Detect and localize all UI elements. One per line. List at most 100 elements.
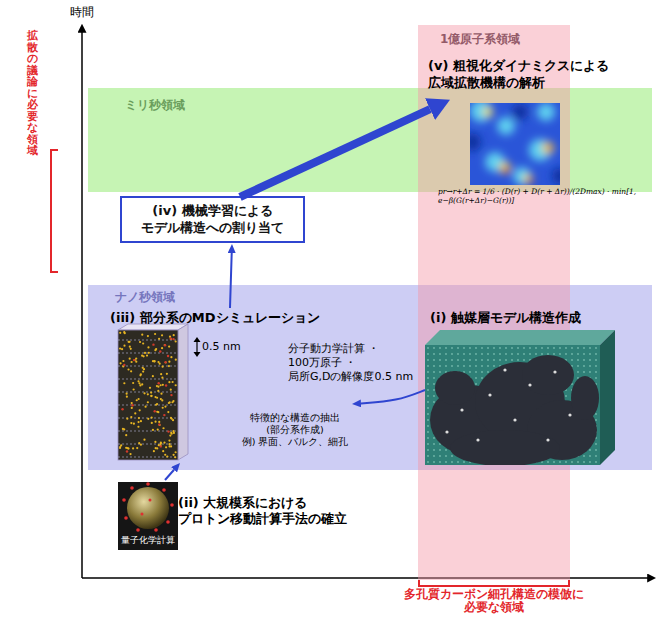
atom (133, 359, 135, 361)
text-holder: (v) 粗視化ダイナミクスによる 広域拡散機構の解析 (428, 58, 640, 92)
atom (130, 486, 134, 490)
atom (170, 337, 172, 339)
texture-dot (451, 347, 453, 349)
texture-dot (475, 383, 477, 385)
atom (158, 338, 160, 340)
dot (488, 393, 491, 396)
text-holder: 多孔質カーボン細孔構造の模倣に 必要な領域 (399, 588, 589, 614)
atom (175, 340, 177, 342)
atom (149, 499, 152, 502)
atom (162, 384, 164, 386)
atom (129, 358, 131, 360)
qc-ground (118, 482, 178, 550)
texture-dot (529, 347, 531, 349)
atom (162, 427, 164, 429)
flow-arrow (165, 470, 174, 480)
texture-dot (451, 461, 453, 463)
texture-dot (565, 347, 567, 349)
atom (138, 442, 140, 444)
atom (160, 384, 162, 386)
atom (130, 422, 132, 424)
atom (139, 374, 141, 376)
texture-dot (427, 347, 429, 349)
texture-dot (595, 413, 597, 415)
atom (170, 432, 172, 434)
heat-blob (483, 107, 493, 117)
heat-blob (537, 103, 555, 121)
texture-dot (589, 365, 591, 367)
atom (165, 384, 167, 386)
text-holder: 1億原子系領域 (440, 32, 520, 46)
atom (146, 354, 148, 356)
texture-dot (595, 365, 597, 367)
texture-dot (499, 347, 501, 349)
atom (161, 399, 163, 401)
texture-dot (475, 365, 477, 367)
texture-dot (481, 371, 483, 373)
texture-dot (511, 353, 513, 355)
cube-side (600, 330, 615, 465)
texture-dot (589, 461, 591, 463)
atom (172, 419, 174, 421)
texture-dot (559, 347, 561, 349)
atom (137, 426, 139, 428)
atom (173, 454, 175, 456)
texture-dot (577, 347, 579, 349)
texture-dot (439, 353, 441, 355)
atom (175, 384, 177, 386)
texture-dot (487, 347, 489, 349)
heat-map-blobs (470, 103, 560, 185)
atom (157, 386, 159, 388)
atom (162, 407, 164, 409)
texture-dot (583, 359, 585, 361)
text-holder: ナノ秒領域 (115, 290, 175, 304)
texture-dot (523, 359, 525, 361)
texture-dot (535, 347, 537, 349)
texture-dot (427, 431, 429, 433)
axis-label: 時間 (70, 5, 94, 19)
ionomer-dots (445, 368, 571, 441)
atom (151, 417, 153, 419)
range-label: 拡散の議論に必要な領域 (27, 30, 38, 157)
atom (139, 409, 141, 411)
dot (503, 368, 506, 371)
texture-dot (571, 347, 573, 349)
atom (144, 352, 146, 354)
atom (147, 335, 149, 337)
texture-dot (487, 359, 489, 361)
carbon-blob (450, 430, 560, 465)
texture-dot (589, 359, 591, 361)
atom (123, 364, 125, 366)
atom (131, 402, 133, 404)
texture-dot (589, 449, 591, 451)
texture-dot (439, 365, 441, 367)
atom (138, 417, 140, 419)
cube-top (425, 330, 615, 345)
texture-dot (595, 371, 597, 373)
texture-dot (445, 359, 447, 361)
heat-blob (470, 103, 492, 122)
atom (138, 398, 140, 400)
atom (172, 430, 174, 432)
atom (160, 393, 162, 395)
text-holder: (iii) 部分系のMDシミュレーション (110, 310, 320, 326)
texture-dot (463, 359, 465, 361)
atom (164, 344, 166, 346)
atom (160, 445, 162, 447)
texture-dot (433, 371, 435, 373)
texture-dot (559, 461, 561, 463)
atom (172, 338, 174, 340)
dot (528, 383, 531, 386)
atom (163, 414, 165, 416)
atom (121, 348, 123, 350)
texture-dot (517, 359, 519, 361)
range-bracket (419, 580, 569, 586)
texture-dot (565, 353, 567, 355)
texture-dot (487, 353, 489, 355)
text-holder: (i) 触媒層モデル構造作成 (430, 310, 581, 326)
node-label: ナノ秒領域 (115, 290, 175, 304)
node-label: 1億原子系領域 (440, 32, 520, 46)
texture-dot (481, 347, 483, 349)
texture-dot (571, 359, 573, 361)
atom (134, 412, 136, 414)
